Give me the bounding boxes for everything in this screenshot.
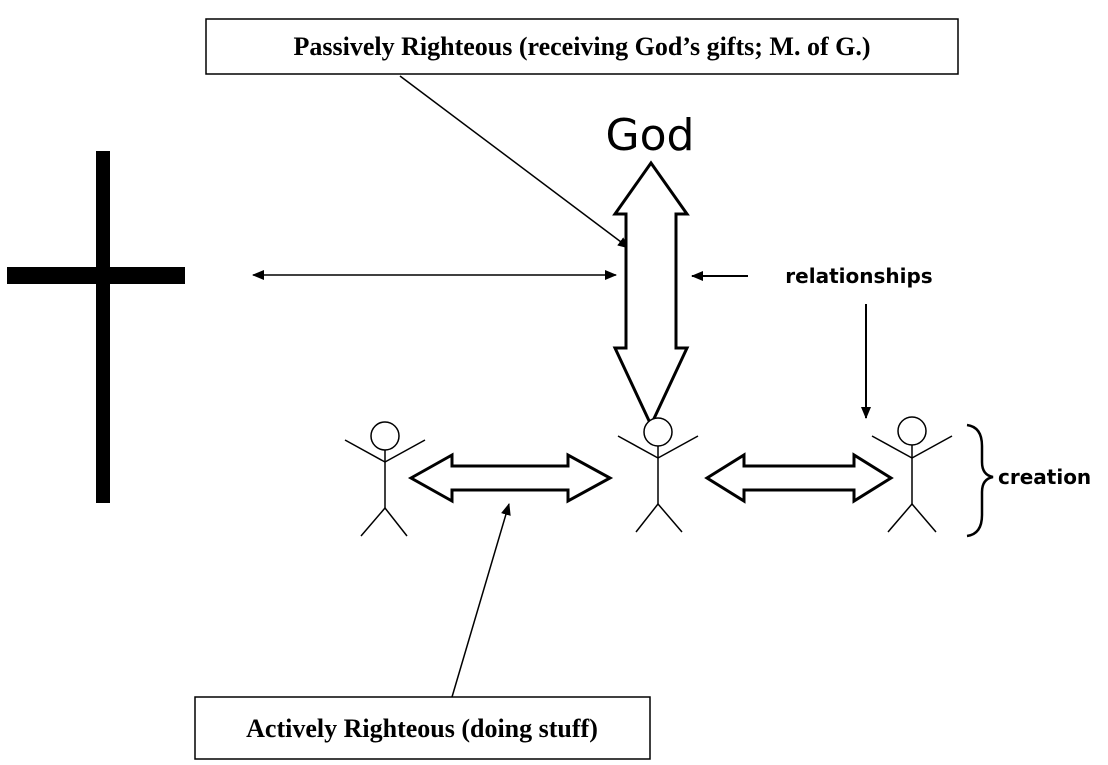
left-person-double-arrow-icon — [407, 452, 614, 504]
right-person-double-arrow-icon — [704, 452, 894, 504]
relationships-label: relationships — [785, 264, 932, 288]
active-righteous-box: Actively Righteous (doing stuff) — [194, 696, 651, 760]
active-righteous-label: Actively Righteous (doing stuff) — [246, 714, 598, 743]
passive-righteous-label: Passively Righteous (receiving God’s gif… — [294, 32, 871, 61]
god-relationship-double-arrow-icon — [612, 160, 690, 429]
passive-righteous-box: Passively Righteous (receiving God’s gif… — [205, 18, 959, 75]
active-pointer-arrow — [451, 503, 511, 698]
passive-pointer-arrow — [399, 75, 630, 249]
stick-figure-icon — [871, 416, 953, 533]
stick-figure-icon — [617, 417, 699, 533]
stick-figure-icon — [344, 421, 426, 537]
god-label: God — [606, 110, 695, 161]
cross-icon — [7, 151, 185, 503]
curly-brace-icon — [966, 423, 994, 538]
creation-label: creation — [998, 465, 1091, 489]
